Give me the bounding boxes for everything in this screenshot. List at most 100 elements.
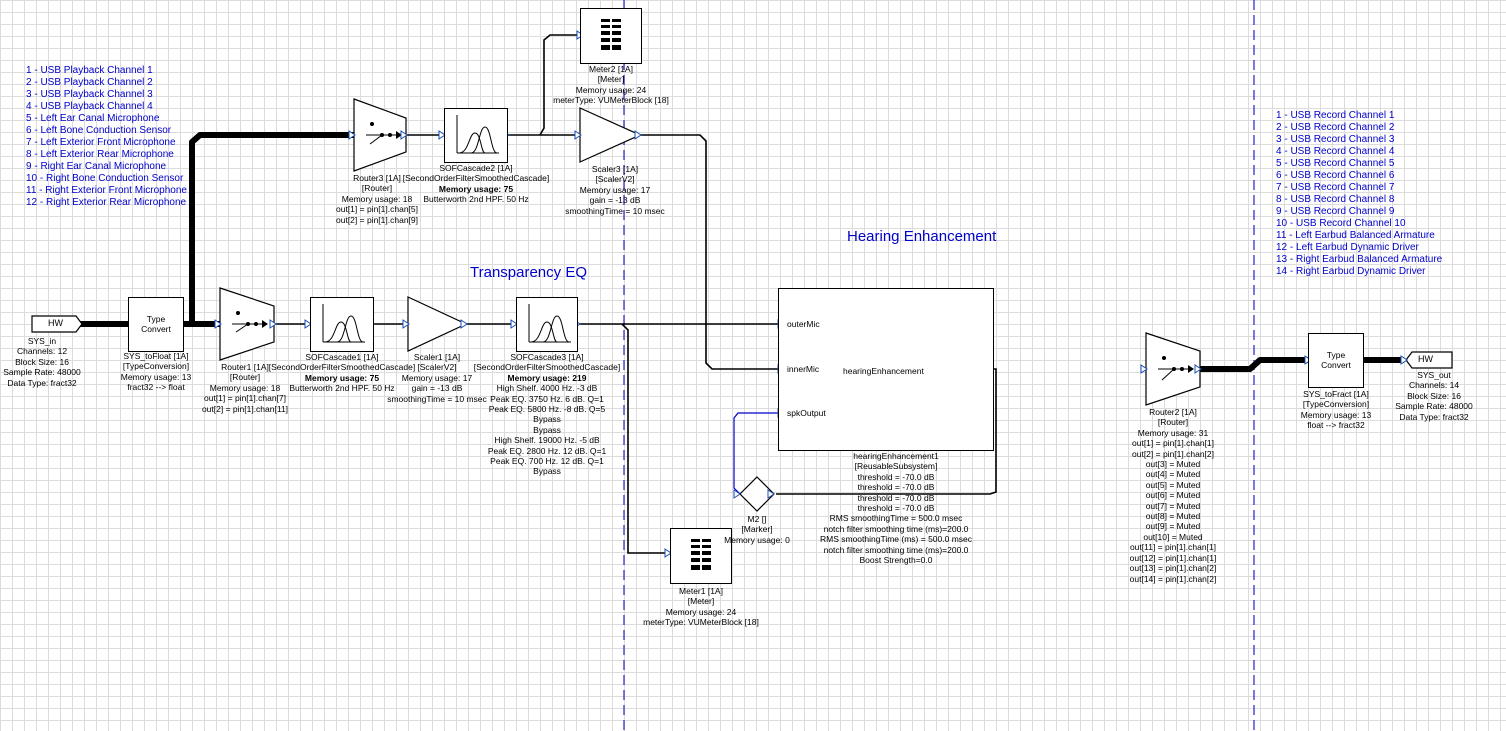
channel-list-item: 13 - Right Earbud Balanced Armature xyxy=(1276,254,1443,265)
label-line: gain = -13 dB xyxy=(411,383,463,394)
type-convert-text: Type xyxy=(1326,350,1346,360)
hearing-enhancement-block[interactable]: outerMic innerMic spkOutput hearingEnhan… xyxy=(778,288,994,451)
channel-list-item: 7 - USB Record Channel 7 xyxy=(1276,182,1395,193)
multichannel-wires xyxy=(80,132,1404,372)
router1-block[interactable] xyxy=(219,287,275,361)
label-line: SOFCascade3 [1A] xyxy=(510,352,584,362)
label-line: Boost Strength=0.0 xyxy=(859,555,933,566)
label-line: Peak EQ. 3750 Hz. 6 dB. Q=1 xyxy=(490,393,604,404)
label-line: out[2] = pin[1].chan[9] xyxy=(336,214,418,225)
label-line: out[5] = Muted xyxy=(1145,479,1201,490)
channel-list-item: 2 - USB Record Channel 2 xyxy=(1276,122,1395,133)
router3-block[interactable] xyxy=(353,98,407,172)
label-line: gain = -13 dB xyxy=(589,195,641,206)
filter-response-icon xyxy=(456,115,499,154)
label-line: [ReusableSubsystem] xyxy=(854,461,938,472)
label-line: Channels: 12 xyxy=(16,346,68,357)
label-line: out[10] = Muted xyxy=(1143,531,1203,542)
channel-list-item: 3 - USB Record Channel 3 xyxy=(1276,134,1395,145)
sys-in-tag[interactable] xyxy=(31,315,83,333)
label-line: meterType: VUMeterBlock [18] xyxy=(553,95,669,106)
label-line: notch filter smoothing time (ms)=200.0 xyxy=(823,523,969,534)
meter-bars-icon xyxy=(601,19,621,50)
label-line: notch filter smoothing time (ms)=200.0 xyxy=(823,544,969,555)
sys-in-tag-label: HW xyxy=(48,318,63,328)
label-line: Block Size: 16 xyxy=(15,356,69,367)
label-line: [Router] xyxy=(1157,417,1189,428)
label-line: out[7] = Muted xyxy=(1145,500,1201,511)
label-line: Sample Rate: 48000 xyxy=(3,367,81,378)
label-line: threshold = -70.0 dB xyxy=(857,503,935,514)
meter2-block[interactable] xyxy=(580,8,642,64)
label-line: Bypass xyxy=(533,466,561,477)
label-line: out[8] = Muted xyxy=(1145,511,1201,522)
label-line: out[4] = Muted xyxy=(1145,469,1201,480)
label-line: threshold = -70.0 dB xyxy=(857,482,935,493)
label-line: Memory usage: 13 xyxy=(1300,409,1372,420)
sofcascade2-block[interactable] xyxy=(444,108,508,163)
sys-out-tag-label: HW xyxy=(1418,354,1433,364)
label-line: RMS smoothingTime (ms) = 500.0 msec xyxy=(819,534,973,545)
label-line: Memory usage: 13 xyxy=(120,371,192,382)
label-line: RMS smoothingTime = 500.0 msec xyxy=(829,513,963,524)
hearing-enhancement-name: hearingEnhancement xyxy=(843,366,924,376)
label-line: Memory usage: 17 xyxy=(401,372,473,383)
label-line: Memory usage: 18 xyxy=(341,193,413,204)
label-line: SOFCascade2 [1A] xyxy=(439,163,513,173)
channel-list-item: 10 - Right Bone Conduction Sensor xyxy=(26,173,184,184)
sofcascade1-block[interactable] xyxy=(310,297,374,352)
sofcascade3-label: SOFCascade3 [1A][SecondOrderFilterSmooth… xyxy=(467,352,627,477)
label-line: SYS_toFloat [1A] xyxy=(123,351,189,361)
sofcascade3-block[interactable] xyxy=(516,297,578,352)
pin-outer-mic[interactable]: outerMic xyxy=(787,319,820,329)
label-line: meterType: VUMeterBlock [18] xyxy=(643,617,759,628)
scaler3-block[interactable] xyxy=(579,107,642,163)
channel-list-item: 6 - USB Record Channel 6 xyxy=(1276,170,1395,181)
router2-block[interactable] xyxy=(1145,332,1201,406)
scaler1-block[interactable] xyxy=(407,296,468,352)
label-line: out[12] = pin[1].chan[1] xyxy=(1129,552,1217,563)
marker-block[interactable] xyxy=(739,476,775,512)
label-line: out[6] = Muted xyxy=(1145,490,1201,501)
pin-inner-mic[interactable]: innerMic xyxy=(787,364,820,374)
label-line: threshold = -70.0 dB xyxy=(857,492,935,503)
channel-list-item: 6 - Left Bone Conduction Sensor xyxy=(26,125,172,136)
label-line: [Router] xyxy=(361,183,393,194)
sofcascade2-label: SOFCascade2 [1A][SecondOrderFilterSmooth… xyxy=(396,163,556,205)
label-line: [ScalerV2] xyxy=(417,362,457,373)
sys-tofloat-label: SYS_toFloat [1A][TypeConversion]Memory u… xyxy=(106,351,206,393)
label-line: out[14] = pin[1].chan[2] xyxy=(1129,573,1217,584)
label-line: out[11] = pin[1].chan[1] xyxy=(1129,542,1217,553)
type-convert-text: Convert xyxy=(1321,360,1351,370)
label-line: Memory usage: 18 xyxy=(209,382,281,393)
channel-list-item: 8 - Left Exterior Rear Microphone xyxy=(26,149,174,160)
label-line: SYS_toFract [1A] xyxy=(1303,389,1369,399)
sys-out-tag[interactable] xyxy=(1405,351,1453,369)
label-line: SOFCascade1 [1A] xyxy=(305,352,379,362)
channel-list-item: 8 - USB Record Channel 8 xyxy=(1276,194,1395,205)
label-line: out[1] = pin[1].chan[1] xyxy=(1132,438,1214,449)
hearing-enhancement-label: hearingEnhancement1[ReusableSubsystem]th… xyxy=(806,451,986,565)
type-convert-text: Convert xyxy=(141,324,171,334)
label-line: Router1 [1A] xyxy=(221,362,269,372)
meter1-block[interactable] xyxy=(670,528,732,584)
label-line: out[9] = Muted xyxy=(1145,521,1201,532)
label-line: Peak EQ. 2800 Hz. 12 dB. Q=1 xyxy=(487,445,607,456)
label-line: out[2] = pin[1].chan[2] xyxy=(1132,448,1214,459)
label-line: out[2] = pin[1].chan[11] xyxy=(201,403,289,414)
transparency-eq-title: Transparency EQ xyxy=(470,264,587,281)
pin-spk-output[interactable]: spkOutput xyxy=(787,408,826,418)
label-line: High Shelf. 19000 Hz. -5 dB xyxy=(494,435,600,446)
label-line: Memory usage: 0 xyxy=(724,534,790,545)
label-line: Data Type: fract32 xyxy=(1399,411,1469,422)
feedback-wire xyxy=(733,412,778,495)
label-line: Butterworth 2nd HPF. 50 Hz xyxy=(289,383,395,394)
